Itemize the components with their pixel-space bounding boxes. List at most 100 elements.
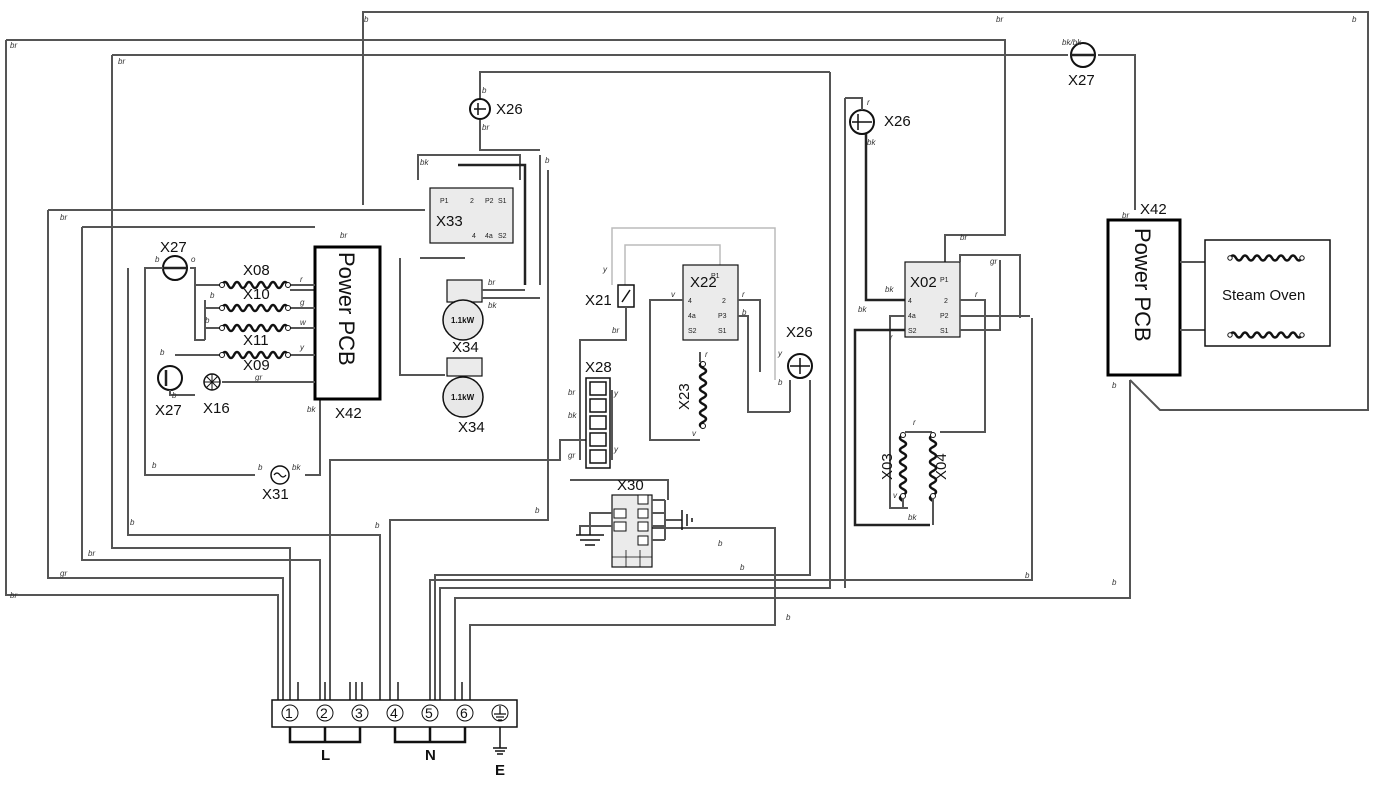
- x30: X30: [570, 477, 693, 568]
- x33-label: X33: [436, 213, 463, 230]
- svg-text:bk: bk: [420, 158, 429, 167]
- svg-text:r: r: [867, 98, 870, 107]
- wire-x27-top-right: [1098, 54, 1136, 210]
- svg-text:r: r: [300, 275, 303, 284]
- x22-label: X22: [690, 274, 717, 291]
- svg-text:P1: P1: [440, 198, 449, 205]
- svg-text:P1: P1: [940, 277, 949, 284]
- svg-text:w: w: [300, 318, 307, 327]
- x26c: X26 r bk: [845, 97, 911, 302]
- svg-text:v: v: [692, 429, 697, 438]
- svg-text:b: b: [1112, 578, 1117, 587]
- svg-text:r: r: [705, 350, 708, 359]
- svg-text:br: br: [60, 213, 67, 222]
- svg-text:P2: P2: [940, 313, 949, 320]
- x34a-motor: [442, 299, 484, 341]
- svg-text:b: b: [364, 15, 369, 24]
- x04-label: X04: [933, 453, 950, 480]
- x27top-label: X27: [1068, 72, 1095, 89]
- svg-text:P3: P3: [718, 313, 727, 320]
- svg-text:b: b: [482, 86, 487, 95]
- wire-br-3: [81, 227, 321, 682]
- x03-label: X03: [879, 453, 896, 480]
- heater-bus: [194, 285, 206, 341]
- svg-text:bk: bk: [488, 301, 497, 310]
- x34a-connector: [446, 279, 483, 303]
- svg-text:y: y: [613, 445, 619, 454]
- x33-box: [429, 187, 514, 244]
- svg-text:g: g: [300, 298, 305, 307]
- left-heaters: X08 X10 X11 X09 b b b r g w y gr: [160, 262, 315, 383]
- svg-text:bk: bk: [858, 305, 867, 314]
- left-pcb-box: [313, 245, 382, 401]
- e-label: E: [495, 762, 505, 779]
- wire-gr-1: [47, 210, 284, 682]
- svg-text:v: v: [671, 290, 676, 299]
- svg-text:b: b: [740, 563, 745, 572]
- earth-icon: [493, 727, 507, 755]
- svg-text:b: b: [205, 316, 210, 325]
- svg-text:b: b: [1025, 571, 1030, 580]
- right-pcb-label: X42: [1140, 201, 1167, 218]
- x11-coil: [220, 323, 290, 333]
- svg-text:S2: S2: [908, 328, 917, 335]
- x27b-label: X27: [155, 402, 182, 419]
- svg-text:b: b: [786, 613, 791, 622]
- wire-x31-b: [144, 278, 255, 476]
- x34b-motor: [442, 376, 484, 418]
- svg-text:gr: gr: [255, 373, 262, 382]
- svg-text:br: br: [482, 123, 489, 132]
- svg-text:r: r: [913, 418, 916, 427]
- x03-coil: [898, 433, 908, 503]
- svg-text:bk: bk: [867, 138, 876, 147]
- x21-x22-x23: X21 y br X22 P1 4 4a S2 2 P3 S1 X23 r v …: [579, 227, 790, 441]
- wire-b-x02: [429, 318, 1033, 682]
- n-label: N: [425, 747, 436, 764]
- svg-text:b: b: [160, 348, 165, 357]
- outer-wires: [5, 11, 1369, 682]
- terminal-2: 2: [320, 705, 328, 721]
- svg-text:4: 4: [688, 298, 692, 305]
- svg-text:bk: bk: [292, 463, 301, 472]
- x27b-symbol: [157, 365, 183, 391]
- wire-x30-b: [469, 527, 776, 682]
- x33-x34-block: X33 P1 2 P2 S1 4 4a S2 bk b 1.1kW X34 1.…: [399, 154, 550, 436]
- n-bridge: [393, 727, 467, 744]
- svg-text:4a: 4a: [908, 313, 916, 320]
- x04-coil: [928, 433, 938, 503]
- left-pcb-title: Power PCB: [334, 252, 359, 366]
- x28: X28 br bk gr y y: [568, 359, 619, 469]
- x02-group: X02 P1 4 4a S2 2 P2 S1 bk bk r br gr r X…: [853, 233, 1030, 527]
- svg-text:4: 4: [472, 233, 476, 240]
- svg-text:y: y: [602, 265, 608, 274]
- svg-text:gr: gr: [60, 569, 67, 578]
- svg-text:br: br: [10, 591, 17, 600]
- svg-text:b: b: [742, 308, 747, 317]
- svg-text:b: b: [535, 506, 540, 515]
- svg-text:b: b: [155, 255, 160, 264]
- x34b-label: X34: [458, 419, 485, 436]
- svg-text:b: b: [545, 156, 550, 165]
- steam-oven-coil-top: [1228, 254, 1304, 262]
- svg-text:b: b: [130, 518, 135, 527]
- right-pcb-title: Power PCB: [1130, 228, 1155, 342]
- wire-b-right-pcb: [454, 380, 1131, 682]
- svg-text:S1: S1: [718, 328, 727, 335]
- x09-label: X09: [243, 357, 270, 374]
- svg-text:P2: P2: [485, 198, 494, 205]
- x10-coil: [220, 303, 290, 313]
- x08-label: X08: [243, 262, 270, 279]
- wire-x26a-top: [479, 71, 830, 100]
- terminal-3: 3: [355, 705, 363, 721]
- x02-label: X02: [910, 274, 937, 291]
- terminal-1: 1: [285, 705, 293, 721]
- svg-text:b: b: [210, 291, 215, 300]
- svg-text:gr: gr: [568, 451, 575, 460]
- svg-text:P1: P1: [711, 273, 720, 280]
- x23-coil: [698, 360, 708, 430]
- svg-text:bk: bk: [568, 411, 577, 420]
- svg-text:b: b: [1112, 381, 1117, 390]
- svg-text:b: b: [258, 463, 263, 472]
- svg-text:S1: S1: [940, 328, 949, 335]
- x34a-label: X34: [452, 339, 479, 356]
